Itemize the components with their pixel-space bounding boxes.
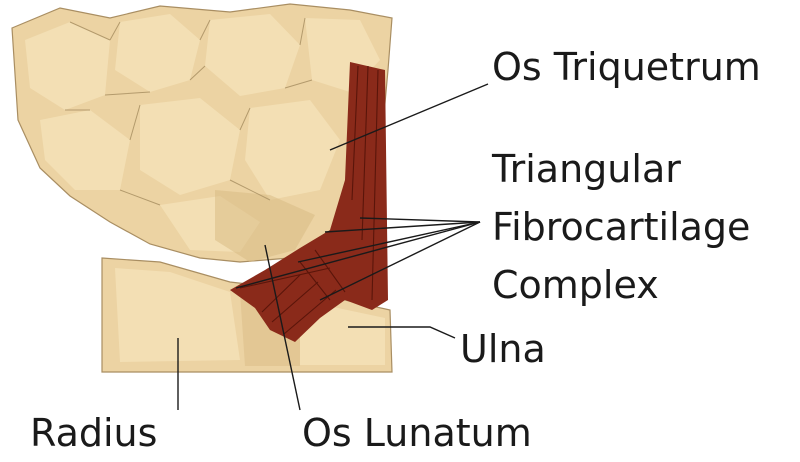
leader-tfcc-2 — [324, 221, 481, 233]
label-os-lunatum: Os Lunatum — [302, 411, 532, 455]
tfcc-ligament — [230, 62, 388, 342]
label-radius: Radius — [30, 411, 157, 455]
leader-lines — [177, 83, 489, 411]
label-os-triquetrum: Os Triquetrum — [492, 45, 761, 89]
leader-tfcc-3 — [297, 221, 481, 263]
leader-ulna — [348, 326, 456, 339]
leader-triquetrum — [329, 83, 489, 151]
label-tfcc-line1: Triangular — [491, 147, 681, 191]
radius-ulna-bones — [101, 257, 393, 373]
leader-tfcc-4 — [319, 221, 481, 301]
leader-lunatum — [264, 244, 301, 411]
label-tfcc-line2: Fibrocartilage — [492, 205, 750, 249]
label-ulna: Ulna — [460, 327, 546, 371]
leader-tfcc-1 — [359, 217, 481, 223]
carpal-bones — [11, 3, 393, 263]
label-tfcc-line3: Complex — [492, 263, 659, 307]
leader-tfcc-5 — [235, 221, 481, 289]
